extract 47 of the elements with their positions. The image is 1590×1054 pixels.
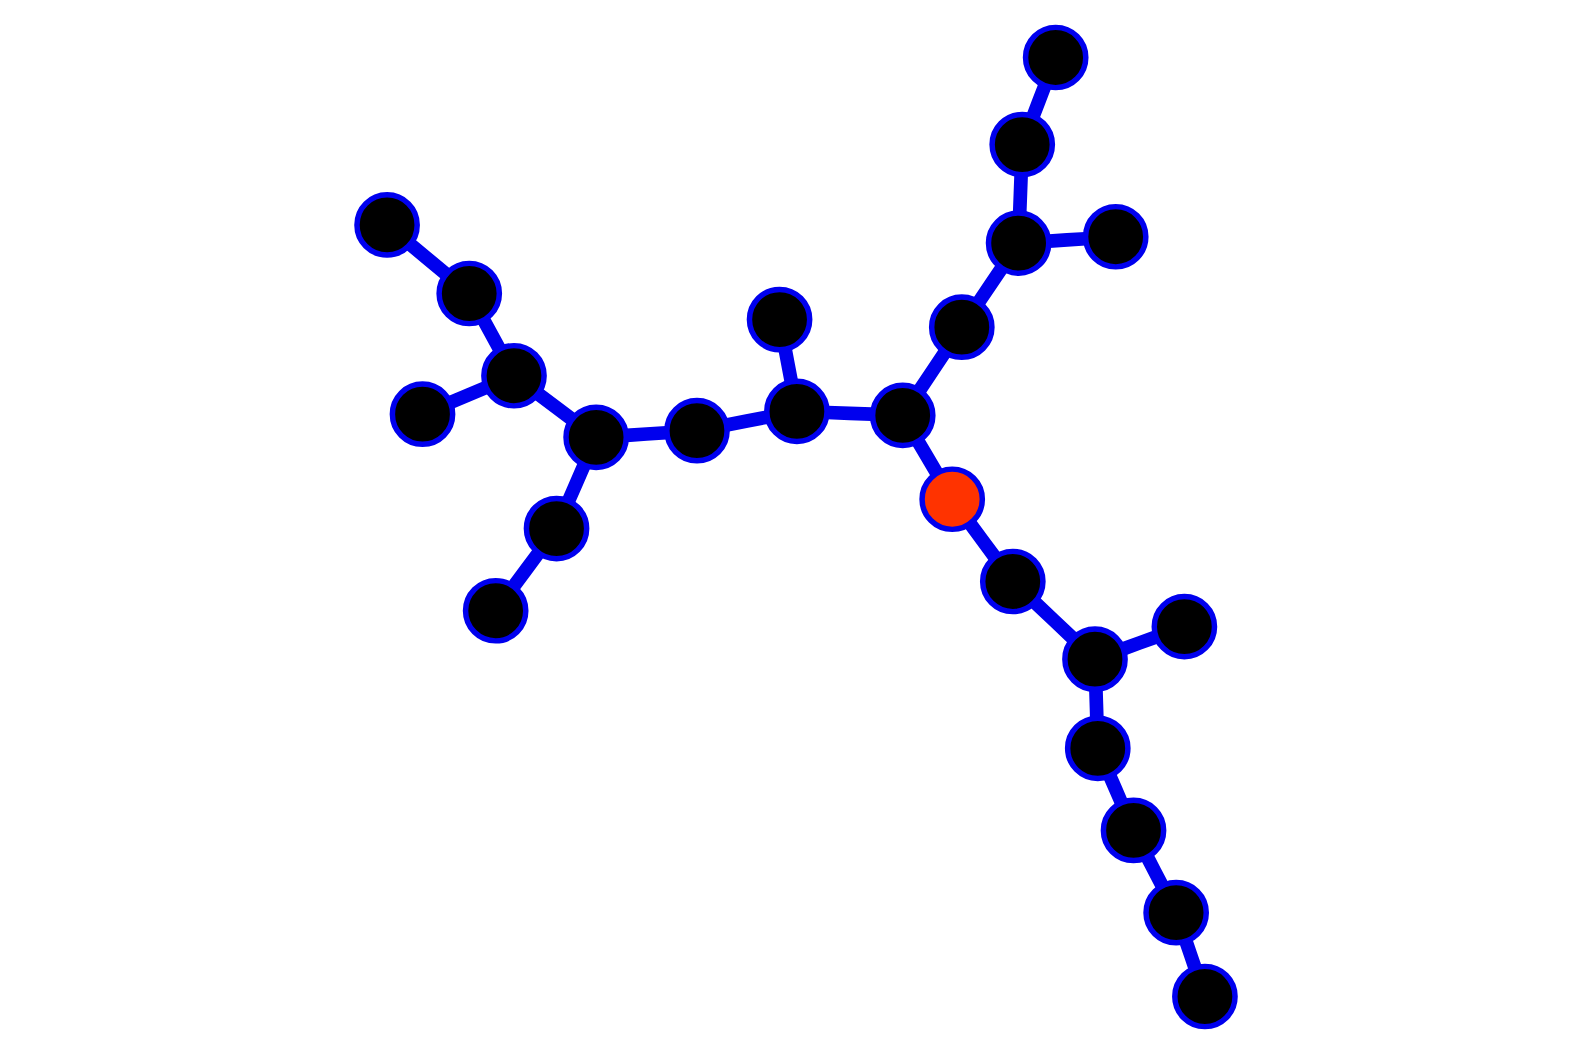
node-circle xyxy=(1150,593,1217,660)
node-circle xyxy=(988,111,1055,178)
node-circle xyxy=(461,577,528,644)
node-circle xyxy=(1081,203,1148,270)
connector xyxy=(1025,83,1050,119)
node-circle xyxy=(388,381,455,447)
connector xyxy=(1047,231,1085,248)
node-circle xyxy=(663,397,729,464)
node-circle xyxy=(1021,24,1088,91)
connector xyxy=(533,388,576,425)
connector xyxy=(1030,598,1077,643)
connector xyxy=(964,520,999,561)
node-circle xyxy=(1171,963,1237,1030)
connector xyxy=(972,264,1007,306)
connector xyxy=(826,405,871,422)
connector xyxy=(625,425,666,443)
node-circle xyxy=(522,495,589,562)
connector xyxy=(561,462,590,504)
connector xyxy=(1102,773,1127,806)
node-circle xyxy=(562,404,628,471)
connector xyxy=(724,410,767,432)
connector xyxy=(912,348,950,395)
connector xyxy=(1120,630,1158,655)
node-circle xyxy=(763,378,829,445)
node-circle xyxy=(435,260,502,327)
connector xyxy=(1011,174,1027,213)
node-circle xyxy=(927,294,994,360)
connector xyxy=(477,317,505,353)
node-circle xyxy=(918,466,985,533)
node-circle xyxy=(1063,715,1130,782)
connector xyxy=(911,438,942,477)
connector xyxy=(447,381,488,409)
node-circle xyxy=(1061,626,1127,693)
node-circle xyxy=(1099,797,1166,864)
connector xyxy=(777,348,797,383)
node-circle xyxy=(868,382,935,449)
connector xyxy=(405,239,450,280)
node-circle xyxy=(480,342,546,409)
connector xyxy=(1140,854,1168,889)
node-circle xyxy=(984,210,1051,276)
node-circle xyxy=(353,192,419,258)
node-circle xyxy=(978,548,1045,615)
connector xyxy=(1088,689,1103,719)
connector xyxy=(1178,939,1201,970)
connector xyxy=(507,548,544,591)
node-circle xyxy=(745,286,812,353)
node-circle xyxy=(1142,879,1208,946)
